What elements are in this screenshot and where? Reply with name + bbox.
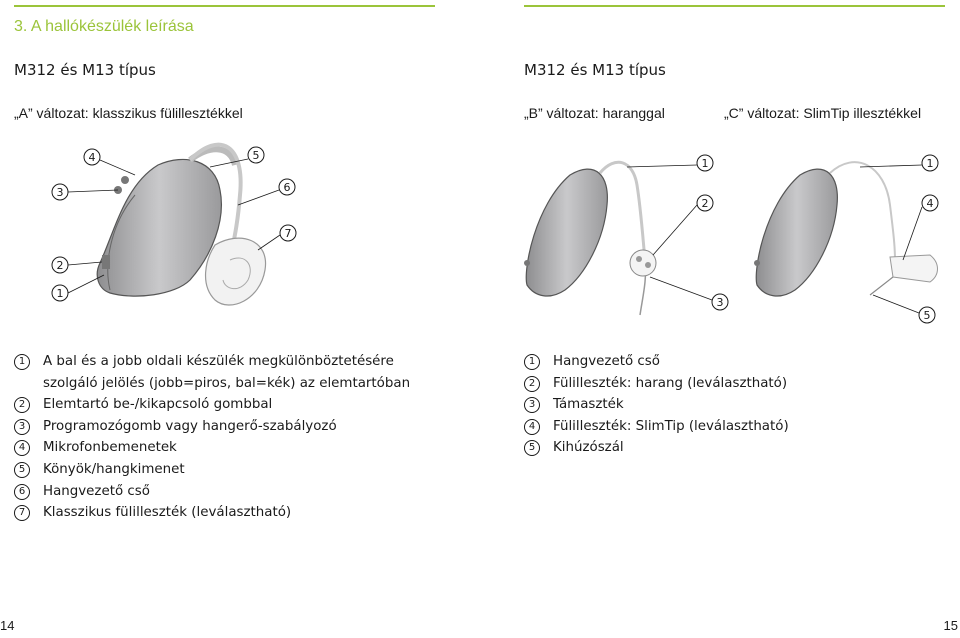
callout-b3-label: 3 <box>717 296 724 309</box>
legend-number: 2 <box>524 375 540 392</box>
legend-item: 3 Programozógomb vagy hangerő-szabályozó <box>14 416 434 438</box>
legend-item: 1 Hangvezető cső <box>524 351 944 373</box>
left-heading: M312 és M13 típus <box>14 61 156 79</box>
legend-text: A bal és a jobb oldali készülék megkülön… <box>43 354 411 391</box>
callout-c5-icon <box>918 306 936 324</box>
callout-c1-label: 1 <box>927 157 934 170</box>
legend-item: 5 Könyök/hangkimenet <box>14 459 434 481</box>
legend-text: Fülilleszték: harang (leválasztható) <box>553 375 788 391</box>
callout-c4-icon <box>921 194 939 212</box>
legend-text: Támaszték <box>553 397 624 413</box>
legend-text: Kihúzószál <box>553 440 624 456</box>
hearing-aid-a-illustration: 4 5 3 6 7 2 1 <box>51 142 297 306</box>
callout-b2-icon <box>696 194 714 212</box>
legend-text: Elemtartó be-/kikapcsoló gombbal <box>43 397 273 413</box>
legend-item: 5 Kihúzószál <box>524 437 944 459</box>
callout-b2-label: 2 <box>702 197 709 210</box>
top-rule-left <box>14 5 435 7</box>
right-heading: M312 és M13 típus <box>524 61 666 79</box>
legend-right: 1 Hangvezető cső 2 Fülilleszték: harang (l… <box>524 351 944 459</box>
legend-number: 4 <box>14 440 30 457</box>
variant-a-title: „A” változat: klasszikus fülillesztékkel <box>14 105 243 121</box>
hearing-aid-b-illustration: 1 2 3 <box>524 154 729 316</box>
callout-1-label: 1 <box>57 287 64 300</box>
legend-item: 7 Klasszikus fülilleszték (leválasztható) <box>14 502 434 524</box>
legend-item: 4 Mikrofonbemenetek <box>14 437 434 459</box>
legend-item: 6 Hangvezető cső <box>14 481 434 503</box>
callout-c5-label: 5 <box>924 309 931 322</box>
legend-text: Programozógomb vagy hangerő-szabályozó <box>43 418 337 434</box>
legend-text: Mikrofonbemenetek <box>43 440 177 456</box>
legend-text: Hangvezető cső <box>43 483 150 499</box>
callout-7-icon <box>279 224 297 242</box>
legend-text: Fülilleszték: SlimTip (leválasztható) <box>553 418 789 434</box>
legend-number: 4 <box>524 418 540 435</box>
callout-b3-icon <box>711 293 729 311</box>
callout-b1-icon <box>696 154 714 172</box>
callout-5-icon <box>247 146 265 164</box>
variant-c-title: „C” változat: SlimTip illesztékkel <box>724 105 922 121</box>
legend-item: 2 Fülilleszték: harang (leválasztható) <box>524 373 944 395</box>
callout-5-label: 5 <box>253 149 260 162</box>
legend-item: 2 Elemtartó be-/kikapcsoló gombbal <box>14 394 434 416</box>
callout-c4-label: 4 <box>927 197 934 210</box>
legend-number: 5 <box>524 440 540 457</box>
legend-number: 7 <box>14 505 30 522</box>
callout-3-label: 3 <box>57 186 64 199</box>
hearing-aid-c-illustration: 1 4 5 <box>754 154 939 324</box>
callout-7-label: 7 <box>285 227 292 240</box>
legend-number: 6 <box>14 483 30 500</box>
callout-6-icon <box>278 178 296 196</box>
legend-number: 3 <box>524 397 540 414</box>
callout-c1-icon <box>921 154 939 172</box>
page-number-right: 15 <box>943 618 958 633</box>
legend-item: 4 Fülilleszték: SlimTip (leválasztható) <box>524 416 944 438</box>
legend-text: Klasszikus fülilleszték (leválasztható) <box>43 505 292 521</box>
legend-number: 2 <box>14 397 30 414</box>
callout-b1-label: 1 <box>702 157 709 170</box>
section-title: 3. A hallókészülék leírása <box>14 18 194 35</box>
legend-text: Könyök/hangkimenet <box>43 461 185 477</box>
page-number-left: 14 <box>0 618 15 633</box>
top-rule-right <box>524 5 945 7</box>
legend-text: Hangvezető cső <box>553 354 660 369</box>
legend-number: 5 <box>14 461 30 478</box>
callout-6-label: 6 <box>284 181 291 194</box>
legend-item: 1 A bal és a jobb oldali készülék megkülö… <box>14 351 434 394</box>
legend-left: 1 A bal és a jobb oldali készülék megkülö… <box>14 351 434 524</box>
callout-2-label: 2 <box>57 259 64 272</box>
legend-number: 1 <box>14 354 30 370</box>
callout-4-label: 4 <box>89 151 96 164</box>
callout-4-icon <box>83 148 101 166</box>
legend-number: 1 <box>524 354 540 370</box>
legend-number: 3 <box>14 418 30 435</box>
legend-item: 3 Támaszték <box>524 394 944 416</box>
variant-b-title: „B” változat: haranggal <box>524 105 665 121</box>
